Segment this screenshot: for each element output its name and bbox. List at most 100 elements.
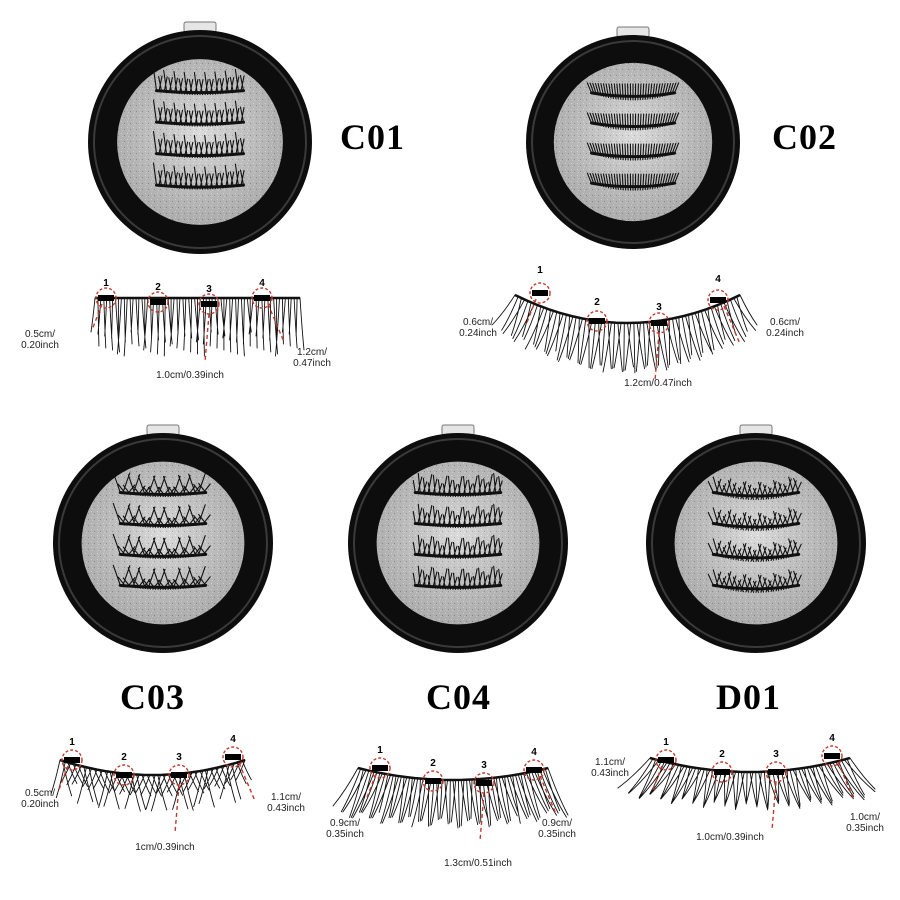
case-lash-fibers — [112, 471, 211, 498]
case-lash-fibers — [586, 82, 680, 101]
measurement-label: 0.9cm/0.35inch — [538, 818, 576, 840]
lash-case-d01 — [646, 424, 866, 653]
magnet — [98, 295, 114, 301]
magnet-marker-circle — [586, 310, 608, 332]
magnet-marker-circle — [95, 287, 117, 309]
measurement-label: 1.2cm/0.47inch — [624, 378, 692, 389]
magnet-number: 2 — [155, 282, 161, 293]
length-guide — [771, 781, 777, 831]
magnet-number: 4 — [829, 733, 835, 744]
lash-strips: 1 2 3 4 0.5cm/0.20inch 1.0cm/0.39inch 1.2cm/0.… — [21, 265, 884, 869]
magnet — [532, 290, 548, 296]
case-lash-fibers — [586, 142, 680, 161]
measurement-label: 1.0cm/0.39inch — [696, 832, 764, 843]
case-lash-fibers — [586, 112, 680, 131]
magnet — [425, 778, 441, 784]
magnet-number: 1 — [377, 745, 383, 756]
magnet-marker-circle — [61, 749, 83, 771]
case-rim-highlight — [93, 35, 307, 249]
length-guide — [204, 313, 210, 363]
magnet — [201, 301, 217, 307]
case-lash-fibers — [707, 569, 802, 593]
case-lash-fibers — [412, 503, 503, 529]
lash-fibers — [332, 767, 569, 829]
length-guide — [654, 332, 660, 382]
length-guide — [57, 765, 69, 793]
magnet-number: 2 — [594, 297, 600, 308]
magnet — [476, 780, 492, 786]
magnet-number: 1 — [663, 737, 669, 748]
measurement-label: 0.9cm/0.35inch — [326, 818, 364, 840]
magnet-number: 2 — [719, 749, 725, 760]
magnet — [651, 320, 667, 326]
magnet — [768, 769, 784, 775]
magnet — [225, 754, 241, 760]
measurement-label: 0.5cm/0.20inch — [21, 788, 59, 810]
case-lash-fibers — [112, 564, 211, 590]
length-guide — [479, 792, 485, 842]
case-rim-highlight — [58, 438, 268, 648]
lash-case-c02 — [526, 26, 740, 249]
case-lash-fibers — [112, 533, 211, 559]
case-lash-fibers — [152, 68, 245, 96]
case-rim-highlight — [353, 438, 563, 648]
measurement-label: 1.0cm/0.35inch — [846, 812, 884, 834]
case-lash-fibers — [707, 476, 802, 501]
lash-fibers — [617, 757, 876, 811]
magnet-marker-circle — [523, 759, 545, 781]
length-guide — [91, 303, 103, 331]
magnet-marker-circle — [422, 770, 444, 792]
magnet — [64, 757, 80, 763]
magnet-number: 4 — [259, 278, 265, 289]
case-lash-fibers — [412, 565, 503, 590]
case-lash-fibers — [152, 162, 245, 190]
lash-fibers — [491, 294, 758, 374]
measurement-label: 0.5cm/0.20inch — [21, 329, 59, 351]
magnet — [150, 299, 166, 305]
case-lash-fibers — [152, 131, 245, 159]
length-guide — [525, 298, 537, 326]
magnet — [116, 772, 132, 778]
lash-case-c03 — [53, 424, 273, 653]
magnet-number: 2 — [430, 758, 436, 769]
product-code-label-d01: D01 — [716, 677, 781, 717]
magnet-marker-circle — [251, 287, 273, 309]
lash-case-c01 — [88, 21, 312, 254]
measurement-label: 1.2cm/0.47inch — [293, 347, 331, 369]
product-code-label-c02: C02 — [772, 117, 837, 157]
magnet-number: 3 — [773, 749, 779, 760]
lash-fibers — [90, 297, 305, 357]
magnet-marker-circle — [821, 745, 843, 767]
case-lash-fibers — [412, 534, 503, 559]
measurement-label: 0.6cm/0.24inch — [766, 317, 804, 339]
magnet-marker-circle — [707, 289, 729, 311]
lash-cases — [53, 21, 866, 653]
lash-fibers — [50, 759, 252, 812]
product-code-label-c03: C03 — [120, 677, 185, 717]
product-code-label-c01: C01 — [340, 117, 405, 157]
magnet-number: 4 — [230, 734, 236, 745]
magnet-number: 3 — [656, 302, 662, 313]
case-lash-fibers — [412, 472, 503, 498]
magnet-number: 4 — [715, 274, 721, 285]
magnet — [254, 295, 270, 301]
magnet-marker-circle — [369, 757, 391, 779]
magnet-number: 2 — [121, 752, 127, 763]
case-lash-fibers — [707, 507, 802, 532]
measurement-label: 1.1cm/0.43inch — [591, 757, 629, 779]
tray-shading — [376, 461, 540, 625]
measurement-label: 1.3cm/0.51inch — [444, 858, 512, 869]
magnet-number: 4 — [531, 747, 537, 758]
measurement-label: 1cm/0.39inch — [135, 842, 194, 853]
case-lash-fibers — [152, 99, 245, 127]
magnet-marker-circle — [655, 749, 677, 771]
tray-shading — [674, 461, 838, 625]
magnet-number: 1 — [103, 278, 109, 289]
magnet — [171, 772, 187, 778]
magnet-number: 1 — [537, 265, 543, 276]
magnet-number: 1 — [69, 737, 75, 748]
magnet-marker-circle — [147, 291, 169, 313]
